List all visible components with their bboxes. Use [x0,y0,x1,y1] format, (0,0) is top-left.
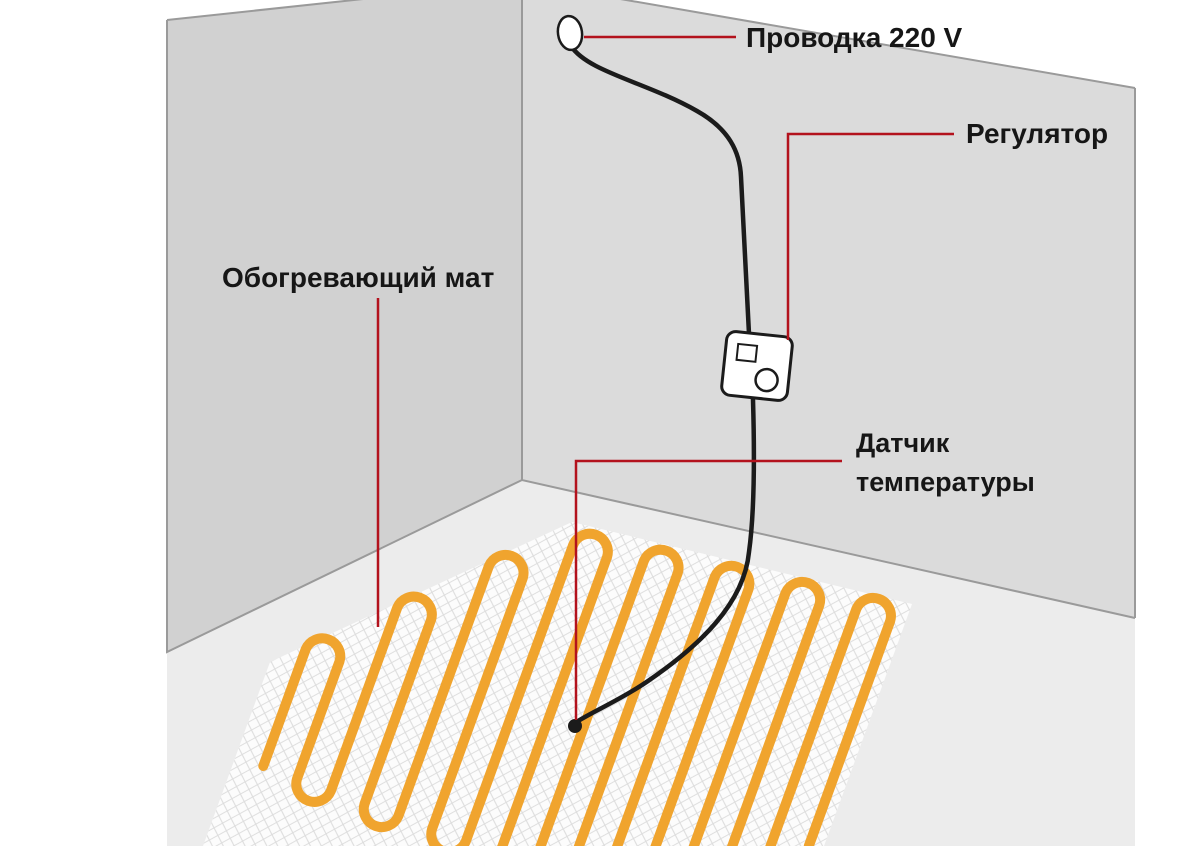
leader-regulator [786,132,954,340]
heating-cable [258,528,896,846]
power-cable [568,43,757,724]
thermostat-display [735,342,759,363]
label-regulator: Регулятор [966,118,1108,149]
wall-outlet [556,14,584,52]
room-left-wall [167,0,522,652]
thermostat [720,330,794,402]
thermostat-body [720,330,794,402]
room-edges [166,0,1136,654]
label-wiring: Проводка 220 V [746,22,963,53]
label-sensor-line1: Датчик [856,428,950,458]
label-heating-mat: Обогревающий мат [222,262,494,293]
temperature-sensor-dot [568,719,582,733]
room-right-wall [522,0,1135,618]
leader-sensor [574,459,842,720]
label-sensor-line2: температуры [856,467,1035,497]
thermostat-dial [754,367,779,393]
